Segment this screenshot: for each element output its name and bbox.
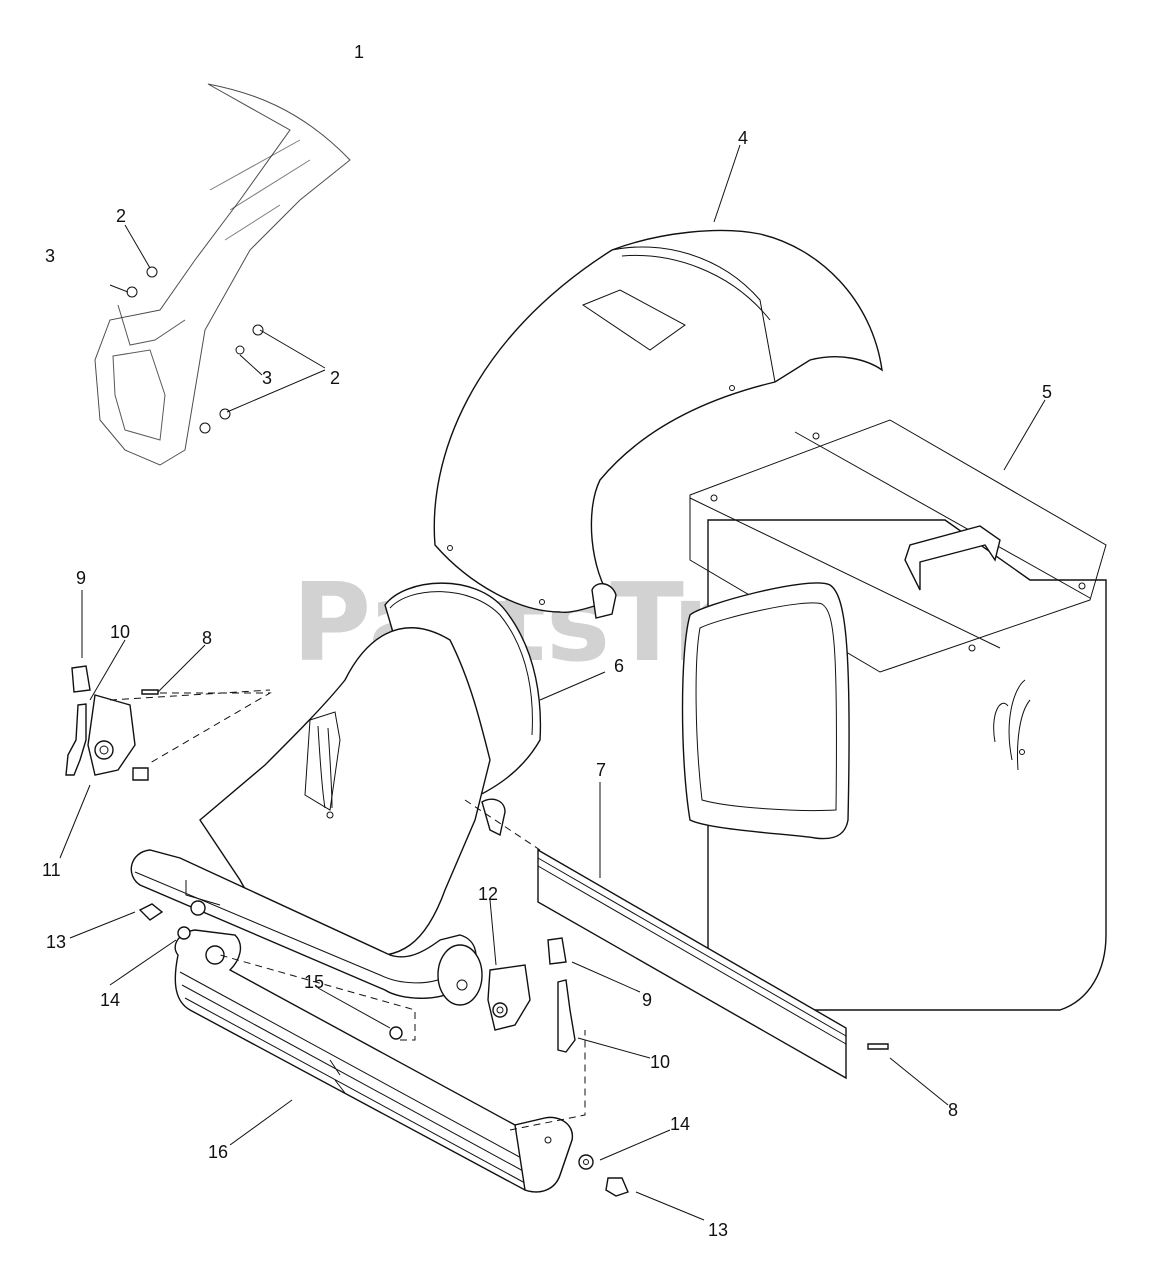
callout-14-right: 14 — [670, 1114, 690, 1134]
callout-2-top: 2 — [116, 206, 126, 226]
upper-cover — [433, 229, 883, 619]
callout-5: 5 — [1042, 382, 1052, 402]
callout-13-left: 13 — [46, 932, 66, 952]
callout-3-top: 3 — [45, 246, 55, 266]
callout-15: 15 — [304, 972, 324, 992]
inlet-tube — [130, 849, 483, 1006]
callout-14-left: 14 — [100, 990, 120, 1010]
callout-1: 1 — [354, 42, 364, 62]
collection-bag — [681, 419, 1107, 1011]
callout-6: 6 — [614, 656, 624, 676]
leader-lines — [59, 144, 1046, 1221]
callout-3-mid: 3 — [262, 368, 272, 388]
discharge-chute — [94, 83, 351, 466]
hinge-rod — [537, 848, 847, 1080]
callout-8-right: 8 — [948, 1100, 958, 1120]
callout-11: 11 — [42, 860, 61, 880]
assembly-lines — [109, 689, 586, 1131]
callout-12: 12 — [478, 884, 498, 904]
callout-8-left: 8 — [202, 628, 212, 648]
callouts: 1 2 3 3 2 4 5 9 10 8 6 11 7 12 13 14 15 … — [42, 42, 1052, 1240]
callout-2-mid: 2 — [330, 368, 340, 388]
lower-nozzle — [174, 929, 574, 1193]
callout-9-left: 9 — [76, 568, 86, 588]
blower-housing — [199, 582, 542, 957]
callout-13-right: 13 — [708, 1220, 728, 1240]
callout-9-right: 9 — [642, 990, 652, 1010]
callout-10-right: 10 — [650, 1052, 670, 1072]
callout-4: 4 — [738, 128, 748, 148]
hardware — [65, 665, 889, 1197]
callout-10-left: 10 — [110, 622, 130, 642]
callout-16: 16 — [208, 1142, 228, 1162]
callout-7: 7 — [596, 760, 606, 780]
